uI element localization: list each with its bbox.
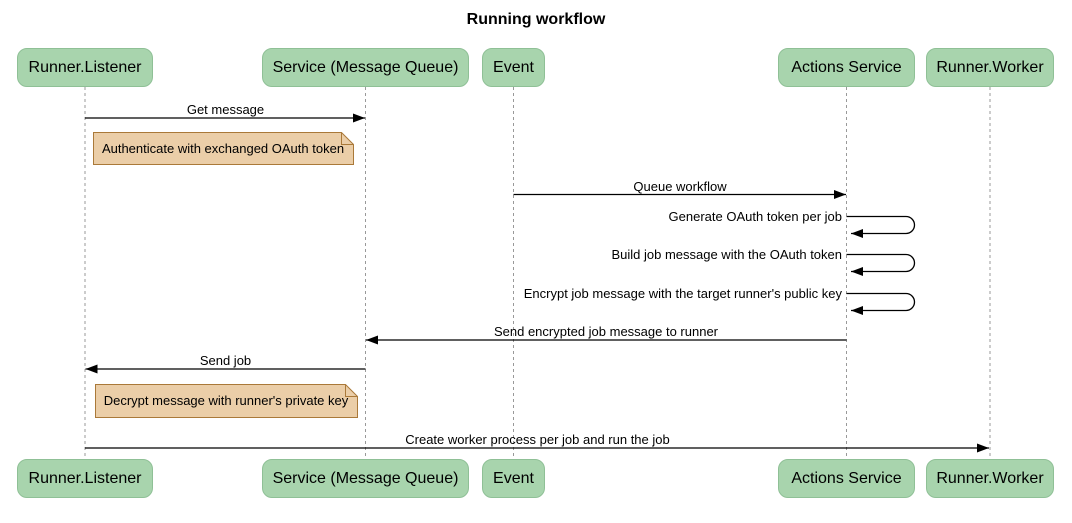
participant-bottom-actions-service: Actions Service [778,459,915,498]
note-authenticate-fold [341,132,354,145]
note-decrypt-shape [95,384,358,418]
note-authenticate-text: Authenticate with exchanged OAuth token [101,141,345,156]
participant-label: Runner.Worker [936,469,1044,487]
participant-top-event: Event [482,48,545,87]
participant-top-service-message-queue: Service (Message Queue) [262,48,469,87]
note-authenticate-shape [93,132,354,165]
diagram-title: Running workflow [466,11,606,28]
participant-label: Runner.Worker [936,58,1044,76]
participant-bottom-runner-worker: Runner.Worker [926,459,1054,498]
participant-label: Event [493,58,534,76]
message-label-build-job-message: Build job message with the OAuth token [611,247,842,262]
note-decrypt-text: Decrypt message with runner's private ke… [103,393,349,408]
participant-top-actions-service: Actions Service [778,48,915,87]
participant-label: Service (Message Queue) [272,58,459,76]
participant-top-runner-listener: Runner.Listener [17,48,153,87]
arrow-self-generate-oauth-token [846,215,916,238]
participant-label: Service (Message Queue) [272,469,459,487]
message-label-get-message: Get message [186,102,265,117]
note-decrypt-fold [345,384,358,397]
participant-bottom-event: Event [482,459,545,498]
participant-label: Event [493,469,534,487]
participant-label: Runner.Listener [28,58,142,76]
participant-top-runner-worker: Runner.Worker [926,48,1054,87]
participant-label: Actions Service [791,58,902,76]
message-label-queue-workflow: Queue workflow [633,179,727,194]
message-label-encrypt-job-message: Encrypt job message with the target runn… [523,286,842,301]
participant-bottom-runner-listener: Runner.Listener [17,459,153,498]
participant-label: Runner.Listener [28,469,142,487]
arrow-self-build-job-message [846,253,916,276]
arrow-self-encrypt-job-message [846,292,916,315]
message-label-generate-oauth-token: Generate OAuth token per job [668,209,842,224]
participant-label: Actions Service [791,469,902,487]
message-label-send-encrypted-job-message: Send encrypted job message to runner [493,324,719,339]
participant-bottom-service-message-queue: Service (Message Queue) [262,459,469,498]
message-label-send-job: Send job [199,353,252,368]
message-label-create-worker-process: Create worker process per job and run th… [405,432,670,447]
